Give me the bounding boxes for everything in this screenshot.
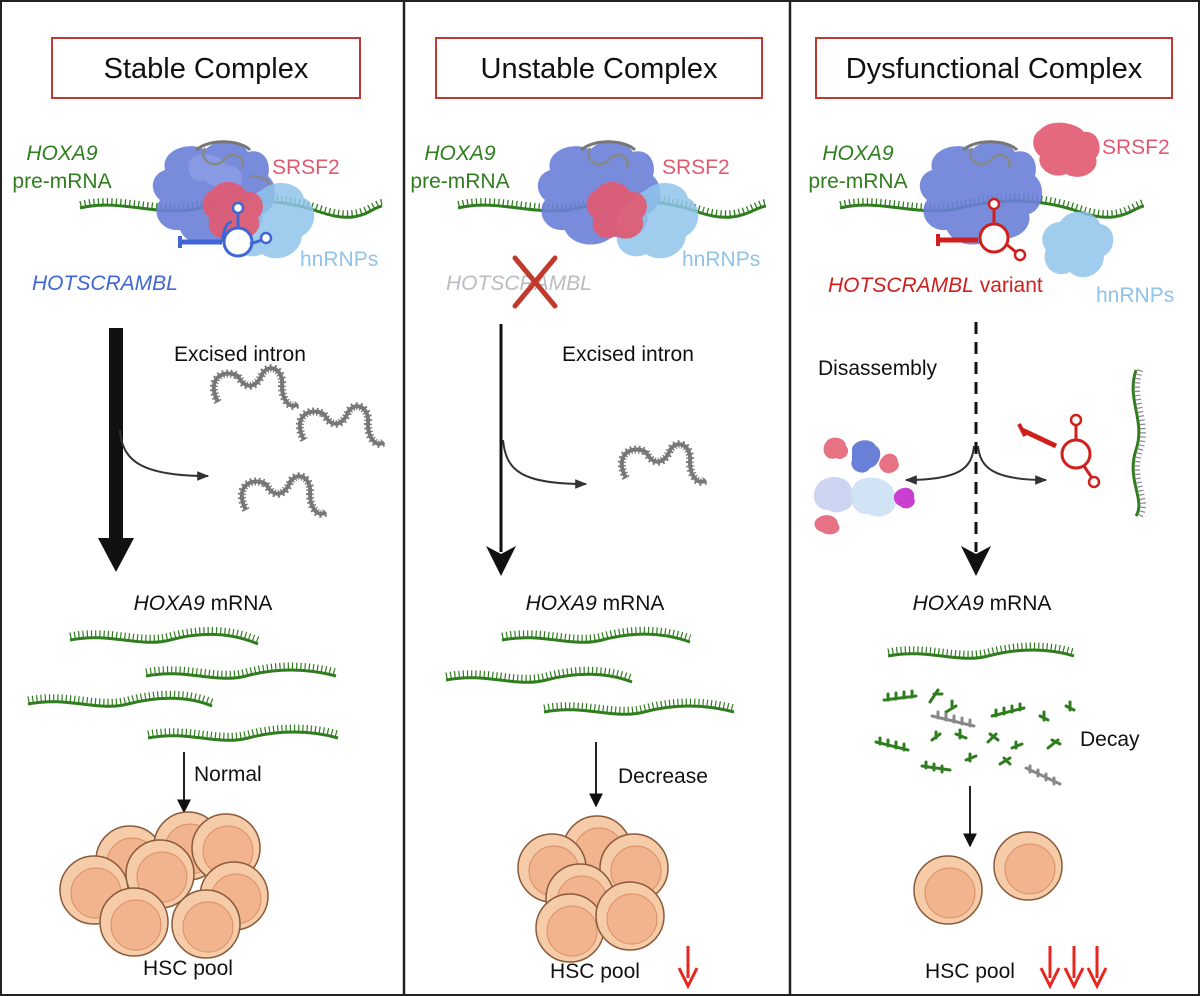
panel-title: Dysfunctional Complex	[846, 53, 1143, 85]
srsf2-blob	[1033, 122, 1100, 177]
spliceosome-complex	[919, 140, 1043, 245]
released-variant-lncrna	[1017, 413, 1101, 489]
srsf2-label: SRSF2	[272, 156, 340, 179]
hnrnp-label: hnRNPs	[300, 248, 378, 271]
hoxa9-label: HOXA9	[424, 142, 496, 165]
hsc-cells	[913, 831, 1063, 925]
pre-mrna-label: pre-mRNA	[410, 170, 509, 193]
strong-decrease-arrows-icon	[1039, 946, 1108, 990]
disassembly-left-arrow	[904, 445, 975, 485]
title-box	[435, 37, 763, 99]
hnrnp-label: hnRNPs	[682, 248, 760, 271]
step-label: Decay	[1080, 728, 1140, 751]
hsc-cell	[99, 887, 169, 957]
hoxa9-label: HOXA9	[822, 142, 894, 165]
excised-introns	[209, 364, 387, 518]
mrna-strands	[445, 626, 735, 716]
intron-branch-arrow	[502, 439, 588, 489]
title-box	[815, 37, 1173, 99]
hsc-cells	[59, 811, 269, 959]
down-arrow-head	[677, 967, 699, 990]
hsc-pool-label: HSC pool	[143, 957, 233, 980]
hsc-cell	[535, 893, 605, 963]
excised-intron-label: Excised intron	[174, 343, 306, 366]
hsc-cell	[595, 881, 665, 951]
hnrnp-blob	[1042, 211, 1114, 278]
hsc-cell	[171, 889, 241, 959]
excised-intron-label: Excised intron	[562, 343, 694, 366]
main-flow-arrowhead	[98, 538, 134, 572]
mrna-label: HOXA9 mRNA	[913, 592, 1052, 615]
pre-mrna-label: pre-mRNA	[808, 170, 907, 193]
intron-branch-arrow	[119, 429, 210, 481]
hsc-cells	[517, 815, 669, 963]
decay-fragments	[874, 688, 1076, 786]
variant-lncrna	[936, 197, 1027, 262]
hsc-pool-label: HSC pool	[550, 960, 640, 983]
decrease-arrow-icon	[677, 946, 699, 990]
mrna-label: HOXA9 mRNA	[526, 592, 665, 615]
excised-introns	[617, 440, 709, 486]
dissociated-proteins	[813, 437, 915, 535]
hotscrambl-label: HOTSCRAMBL	[446, 272, 592, 295]
mrna-strands	[27, 626, 339, 742]
hsc-cell	[993, 831, 1063, 901]
hotscrambl-variant-label: HOTSCRAMBL variant	[828, 274, 1043, 297]
hotscrambl-lncrna	[178, 201, 273, 258]
down-arrow-head	[1039, 967, 1061, 990]
absent-cross-icon	[512, 255, 558, 309]
srsf2-blob	[586, 181, 647, 239]
hsc-pool-label: HSC pool	[925, 960, 1015, 983]
title-box	[51, 37, 361, 99]
hotscrambl-label: HOTSCRAMBL	[32, 272, 178, 295]
disassembly-right-arrow	[977, 445, 1048, 485]
mrna-strand	[887, 642, 1076, 660]
srsf2-label: SRSF2	[1102, 136, 1170, 159]
panel-dysfunctional: Dysfunctional Complex HOXA9 pre-mRNA SRS…	[808, 37, 1174, 990]
released-pre-mrna	[1131, 369, 1146, 518]
hnrnp-label: hnRNPs	[1096, 284, 1174, 307]
panel-stable: Stable Complex HOXA9 pre-mRNA SRSF2	[12, 37, 387, 980]
disassembly-label: Disassembly	[818, 357, 938, 380]
mrna-label: HOXA9 mRNA	[134, 592, 273, 615]
main-flow-arrowhead	[961, 546, 991, 576]
main-flow-arrowhead	[486, 546, 516, 576]
pre-mrna-label: pre-mRNA	[12, 170, 111, 193]
hsc-cell	[913, 855, 983, 925]
panel-title: Unstable Complex	[481, 53, 718, 85]
srsf2-label: SRSF2	[662, 156, 730, 179]
panel-title: Stable Complex	[104, 53, 309, 85]
step-label: Normal	[194, 763, 262, 786]
down-arrow-head	[1063, 967, 1085, 990]
down-arrow-head	[1086, 967, 1108, 990]
hoxa9-label: HOXA9	[26, 142, 98, 165]
step-label: Decrease	[618, 765, 708, 788]
panel-unstable: Unstable Complex HOXA9 pre-mRNA SRSF2 hn…	[410, 37, 767, 990]
